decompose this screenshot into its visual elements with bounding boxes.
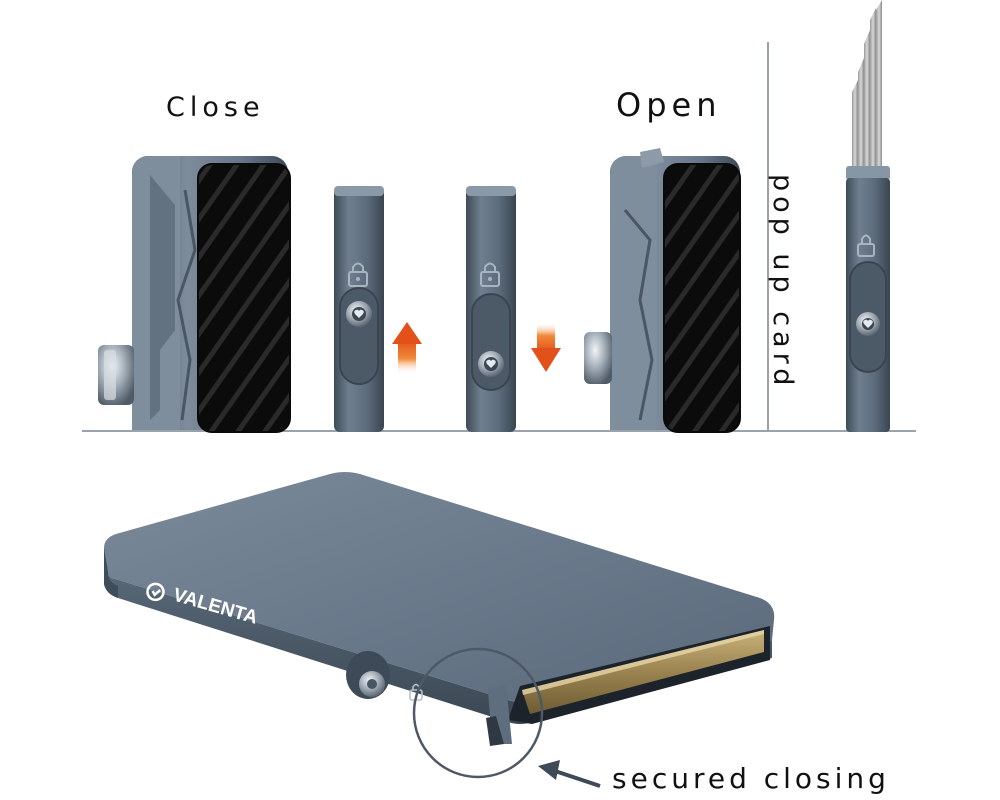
open-side-view — [466, 186, 516, 432]
heart-button-icon — [478, 351, 504, 377]
pointer-arrow-icon — [538, 760, 601, 788]
close-label: Close — [166, 92, 265, 123]
secured-closing-highlight — [412, 647, 544, 779]
open-corner-view — [584, 148, 741, 433]
heart-button-icon — [346, 301, 372, 327]
lock-icon — [480, 262, 500, 287]
closed-side-view — [334, 186, 384, 432]
heart-button-icon — [856, 312, 880, 336]
lock-icon — [348, 262, 368, 287]
arrow-down-icon — [531, 322, 561, 372]
valenta-logo-icon — [146, 582, 165, 602]
lock-icon — [857, 234, 875, 257]
wallet-main-view: VALENTA — [104, 472, 775, 746]
pop-up-card-label: pop up card — [767, 174, 798, 391]
closed-corner-view — [98, 156, 291, 433]
open-label: Open — [616, 86, 722, 124]
arrow-up-icon — [392, 322, 422, 374]
pop-up-card-view — [846, 0, 890, 432]
secured-closing-label: secured closing — [612, 762, 890, 795]
